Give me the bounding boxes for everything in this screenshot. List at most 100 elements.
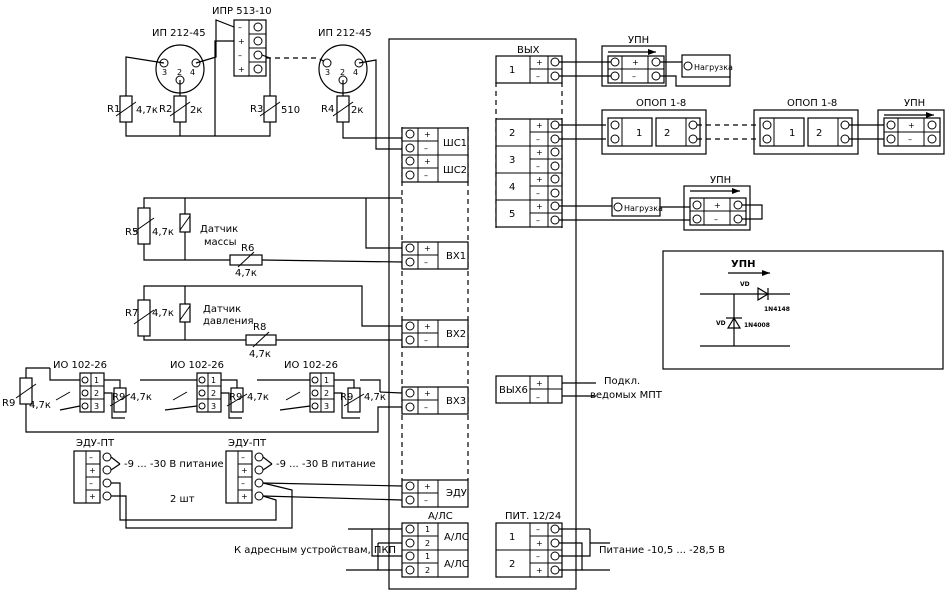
ipl-pin2: 2 [177, 68, 182, 77]
pit2-minus: – [536, 552, 540, 561]
out5-upn-plus: + [714, 201, 721, 210]
shs2-minus: – [424, 171, 428, 180]
r9-left-value: 4,7к [29, 400, 51, 411]
pit-header: ПИТ. 12/24 [505, 511, 561, 522]
opop1-out: 2 [664, 128, 670, 139]
als2-n1: 1 [425, 552, 430, 561]
io1-p3: 3 [94, 402, 99, 411]
out1-upn: УПН + – Нагрузка [559, 35, 733, 87]
vh1-plus: + [424, 244, 431, 253]
edu2-p4: + [241, 492, 248, 501]
out1-upn-label: УПН [628, 35, 649, 46]
upn-end-minus: – [908, 135, 912, 144]
mass-sensor-line1: Датчик [200, 224, 238, 235]
vh3-label: ВХ3 [446, 396, 466, 407]
terminal-shs: + – + – ШС1 ШС2 [401, 127, 469, 183]
out5-upn: Нагрузка УПН + – [559, 175, 763, 231]
out5-minus: – [536, 216, 540, 225]
terminal-vyh: ВЫХ + – + – + – + – + – 1 2 3 4 5 [495, 45, 563, 228]
edu-circuit: ЭДУ-ПТ – + – + -9 ... -30 В питание ЭДУ-… [73, 438, 403, 529]
io3-p3: 3 [324, 402, 329, 411]
edu-label: ЭДУ [446, 488, 467, 499]
out5-label: 5 [509, 209, 515, 220]
als-wiring: К адресным устройствам, ПКП [234, 528, 402, 571]
shs1-label: ШС1 [443, 138, 467, 149]
io2-p2: 2 [211, 389, 216, 398]
ipr513-p1: – [238, 23, 242, 32]
upn-end-label: УПН [904, 98, 925, 109]
r9-io3-value: 4,7к [364, 392, 386, 403]
edu-count: 2 шт [170, 494, 195, 505]
pit1-label: 1 [509, 532, 515, 543]
out5-load: Нагрузка [624, 204, 663, 213]
r3-name: R3 [250, 104, 263, 115]
ip-right-label: ИП 212-45 [318, 28, 372, 39]
edu2-p3: – [241, 479, 245, 488]
r9-io3-name: R9 [340, 392, 353, 403]
r2-name: R2 [159, 104, 172, 115]
out4-label: 4 [509, 182, 515, 193]
io3-p1: 1 [324, 376, 329, 385]
r9-left-name: R9 [2, 398, 15, 409]
mass-sensor-circuit: R5 4,7к Датчик массы R6 4,7к [125, 197, 403, 279]
r9-io2-value: 4,7к [247, 392, 269, 403]
r4-name: R4 [321, 104, 334, 115]
out1-plus: + [536, 58, 543, 67]
vyh6-plus: + [536, 379, 543, 388]
edu1-supply: -9 ... -30 В питание [124, 459, 224, 470]
r8-name: R8 [253, 322, 266, 333]
pit1-plus: + [536, 539, 543, 548]
r1-name: R1 [107, 104, 120, 115]
pressure-sensor-line2: давления [203, 316, 254, 327]
ipl-pin4: 4 [190, 68, 195, 77]
out1-minus: – [536, 72, 540, 81]
edu1-p2: + [89, 466, 96, 475]
vh2-plus: + [424, 322, 431, 331]
pressure-sensor-line1: Датчик [203, 304, 241, 315]
upn-end-plus: + [908, 121, 915, 130]
shs2-plus: + [424, 157, 431, 166]
vyh6-label: ВЫХ6 [499, 385, 528, 396]
detector-ip-left: ИП 212-45 3 2 4 [152, 28, 206, 94]
terminal-vh2: + – ВХ2 [401, 319, 469, 348]
r3-value: 510 [281, 105, 300, 116]
als2-label: А/ЛС [444, 559, 469, 570]
address-devices-label: К адресным устройствам, ПКП [234, 545, 396, 556]
out3-minus: – [536, 162, 540, 171]
pit1-minus: – [536, 525, 540, 534]
edu2-label: ЭДУ-ПТ [228, 438, 267, 449]
out4-plus: + [536, 175, 543, 184]
out2-plus: + [536, 121, 543, 130]
terminal-vh1: + – ВХ1 [401, 241, 469, 270]
out4-minus: – [536, 189, 540, 198]
als1-label: А/ЛС [444, 532, 469, 543]
ipr513-p4: + [238, 65, 245, 74]
ip-left-label: ИП 212-45 [152, 28, 206, 39]
slaves-line2: ведомых МПТ [590, 390, 663, 401]
shs1-plus: + [424, 130, 431, 139]
terminal-pit: ПИТ. 12/24 – + – + 1 2 [495, 511, 563, 578]
r5-name: R5 [125, 227, 138, 238]
als1-n2: 2 [425, 539, 430, 548]
pit2-plus: + [536, 566, 543, 575]
edu2-p1: – [241, 453, 245, 462]
inset-d2: 1N4008 [744, 322, 770, 329]
io1-label: ИО 102-26 [53, 360, 107, 371]
ipr-pin2: 2 [340, 68, 345, 77]
io2-p3: 3 [211, 402, 216, 411]
edu1-p4: + [89, 492, 96, 501]
out2-minus: – [536, 135, 540, 144]
inset-vd2: VD [716, 320, 726, 327]
opop2-label: ОПОП 1-8 [787, 98, 837, 109]
vyh-header: ВЫХ [517, 45, 540, 56]
resistor-r4: R4 2к [321, 95, 363, 123]
out3-label: 3 [509, 155, 515, 166]
edu2-supply: -9 ... -30 В питание [276, 459, 376, 470]
out1-label: 1 [509, 65, 515, 76]
io3-label: ИО 102-26 [284, 360, 338, 371]
vh1-label: ВХ1 [446, 251, 466, 262]
out1-upn-plus: + [632, 58, 639, 67]
ipr-pin3: 3 [325, 68, 330, 77]
r7-value: 4,7к [152, 308, 174, 319]
